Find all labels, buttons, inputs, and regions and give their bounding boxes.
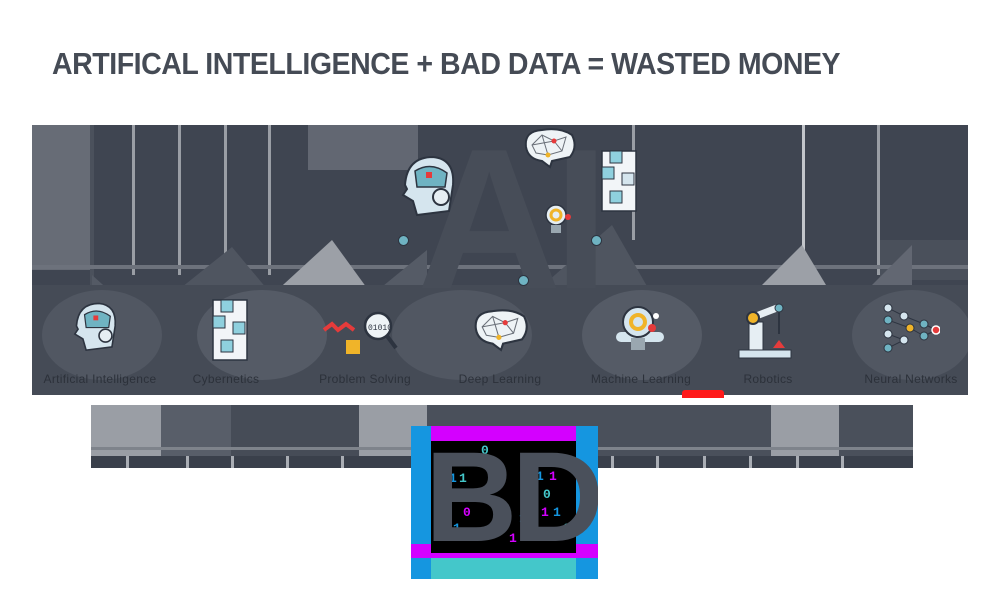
binary-bit: 0 — [453, 451, 461, 466]
topic-icon-problem-solving: 01010 — [305, 295, 415, 365]
robot-arm-icon — [738, 303, 792, 359]
tick — [656, 456, 659, 468]
cube-stack-icon — [600, 147, 638, 215]
stripe — [32, 265, 968, 269]
binary-bit: 1 — [541, 505, 549, 520]
topic-icon-machine-learning — [585, 295, 695, 365]
stripe — [132, 125, 135, 275]
cube-stack-icon — [212, 299, 248, 361]
binary-bit: 0 — [543, 451, 551, 466]
binary-bit: 0 — [543, 487, 551, 502]
binary-bit: 0 — [563, 521, 571, 536]
ai-letters: AI — [417, 125, 609, 331]
connector-node — [518, 275, 529, 286]
bd-border-right — [576, 426, 598, 579]
binary-bit: 1 — [531, 451, 539, 466]
topic-label: Problem Solving — [319, 372, 411, 386]
tick — [749, 456, 752, 468]
binary-bit: 0 — [531, 523, 539, 538]
topic-label: Deep Learning — [458, 372, 542, 386]
tick — [231, 456, 234, 468]
stripe — [877, 125, 880, 275]
binary-field: 0 0 1 1 0 1 0 1 0 1 0 1 1 0 0 1 1 0 1 1 … — [431, 441, 576, 553]
robot-head-icon — [397, 155, 459, 225]
binary-bit: 0 — [441, 451, 449, 466]
topic-label: Neural Networks — [864, 372, 958, 386]
tick — [796, 456, 799, 468]
stripe — [32, 125, 90, 270]
topic-icon-artificial-intelligence — [40, 295, 150, 365]
lightbulb-gear-icon — [544, 203, 574, 239]
topic-icon-cybernetics — [175, 295, 285, 365]
bd-letters: BD — [425, 426, 598, 569]
stripe — [178, 125, 181, 275]
bd-block: 0 0 1 1 0 1 0 1 0 1 0 1 1 0 0 1 1 0 1 1 … — [411, 426, 598, 579]
binary-bit: 1 — [536, 469, 544, 484]
network-brain-icon — [522, 127, 578, 169]
binary-bit: 0 — [531, 487, 539, 502]
connector-node — [398, 235, 409, 246]
tick — [186, 456, 189, 468]
tick — [841, 456, 844, 468]
network-brain-icon — [474, 309, 528, 352]
topic-label: Artificial Intelligence — [43, 372, 157, 386]
page-title: ARTIFICAL INTELLIGENCE + BAD DATA = WAST… — [52, 46, 841, 81]
highlight-marker — [682, 390, 724, 398]
magnifier-binary-icon: 01010 — [322, 311, 398, 354]
topic-icon-deep-learning — [446, 295, 556, 365]
topic-label: Cybernetics — [192, 372, 260, 386]
svg-text:01010: 01010 — [368, 324, 392, 333]
binary-bit: 1 — [453, 521, 461, 536]
tick — [341, 456, 344, 468]
binary-bit: 0 — [495, 477, 503, 492]
robot-head-icon — [73, 302, 117, 352]
topic-label: Machine Learning — [590, 372, 692, 386]
stripe — [802, 125, 805, 260]
binary-bit: 1 — [459, 471, 467, 486]
bd-border-left — [411, 426, 431, 579]
topic-icon-robotics — [710, 295, 820, 365]
binary-bit: 0 — [481, 443, 489, 458]
stripe — [90, 125, 94, 395]
binary-bit: 1 — [486, 493, 494, 508]
tick — [703, 456, 706, 468]
connector-node — [591, 235, 602, 246]
binary-bit: 1 — [449, 471, 457, 486]
stripe — [268, 125, 271, 275]
binary-bit: 1 — [441, 521, 449, 536]
tick — [611, 456, 614, 468]
binary-bit: 1 — [553, 505, 561, 520]
stripe — [308, 125, 418, 170]
ai-block: AI — [32, 125, 968, 395]
binary-bit: 0 — [463, 505, 471, 520]
topic-label: Robotics — [743, 372, 793, 386]
tick — [126, 456, 129, 468]
binary-bit: 0 — [493, 511, 501, 526]
binary-bit: 1 — [549, 469, 557, 484]
lightbulb-gear-icon — [616, 306, 664, 350]
binary-bit: 1 — [491, 459, 499, 474]
topic-icon-neural-networks — [855, 295, 965, 365]
binary-bit: 1 — [509, 531, 517, 546]
neural-network-icon — [883, 303, 940, 353]
stripe — [224, 125, 227, 275]
tick — [286, 456, 289, 468]
binary-bit: 1 — [519, 511, 527, 526]
